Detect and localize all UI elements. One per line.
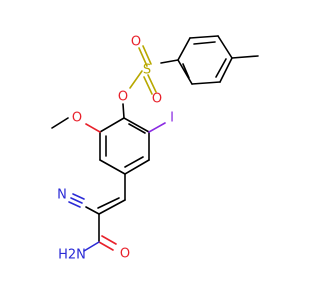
bond	[148, 122, 166, 133]
atom-o-ester: O	[118, 90, 128, 105]
bond	[160, 59, 179, 64]
atom-o-carbonyl: O	[120, 247, 130, 262]
methoxy-group	[51, 117, 101, 133]
bond	[177, 59, 193, 85]
bond	[128, 123, 146, 134]
bond	[68, 201, 81, 208]
bond	[122, 103, 125, 119]
bond	[101, 235, 117, 245]
bond-methyl	[231, 55, 259, 59]
bond	[51, 117, 69, 129]
molecule-structure: S O O O O I N O H2N	[51, 35, 259, 263]
aromatic-ring	[99, 103, 150, 175]
bond	[129, 70, 143, 89]
bond	[85, 123, 101, 133]
bond	[215, 58, 227, 78]
bond	[99, 117, 125, 133]
atom-s-sulfonyl: S	[143, 63, 151, 78]
toluene-ring	[177, 35, 259, 85]
bond	[138, 47, 148, 67]
acrylamide-chain	[68, 173, 126, 252]
bond	[143, 76, 153, 95]
bond	[189, 35, 219, 39]
sulfonyl-group	[129, 45, 179, 95]
atom-n-nitrile: N	[57, 188, 67, 203]
bond	[219, 57, 233, 83]
bond	[124, 156, 144, 168]
bond	[193, 41, 216, 45]
bond	[97, 197, 120, 209]
molecule-canvas: S O O O O I N O H2N	[51, 34, 259, 263]
bond	[72, 193, 85, 200]
bond	[70, 197, 83, 204]
atom-nh2-amide: H2N	[58, 248, 86, 263]
atom-o-methoxy: O	[72, 111, 82, 126]
bond	[98, 199, 126, 215]
bond	[85, 206, 100, 215]
bond	[217, 35, 233, 59]
bond	[182, 63, 190, 79]
bond	[124, 159, 150, 175]
bond	[83, 241, 100, 252]
bond	[99, 159, 126, 175]
bond	[191, 81, 221, 85]
atom-o-sulfonyl-1: O	[131, 35, 141, 50]
atom-iodine: I	[170, 111, 174, 126]
bond	[123, 117, 150, 133]
bond	[177, 37, 191, 61]
bond	[147, 74, 157, 93]
bond	[142, 45, 152, 65]
bond	[98, 241, 114, 251]
atom-o-sulfonyl-2: O	[152, 92, 162, 107]
